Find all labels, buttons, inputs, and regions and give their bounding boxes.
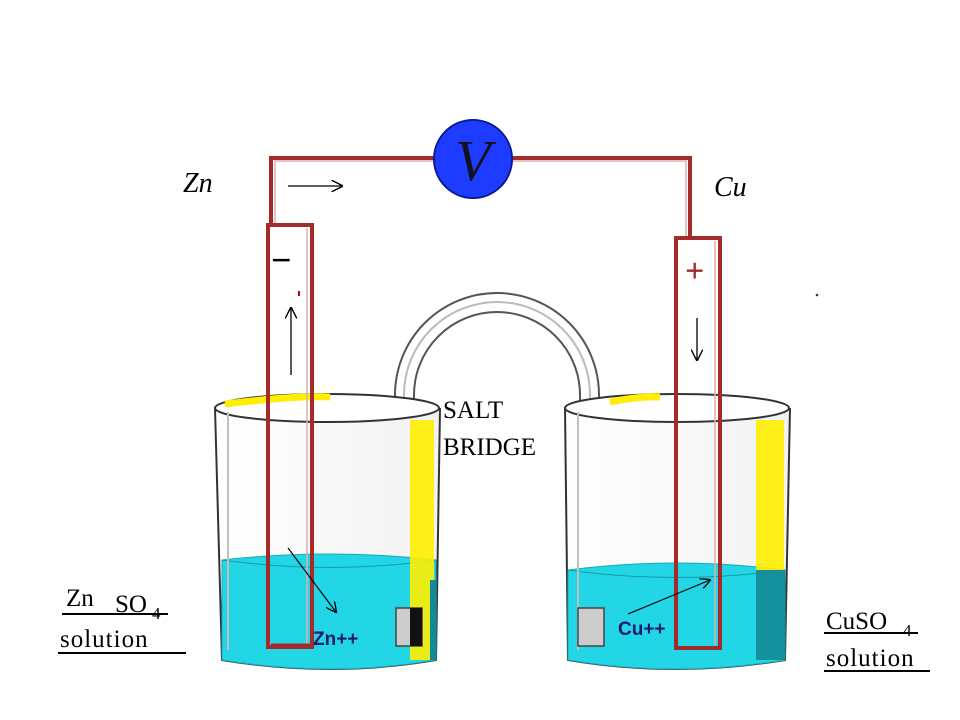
right-solution-label: CuSO 4 solution (824, 608, 930, 672)
voltmeter-icon (433, 119, 513, 199)
left-solution-label: Zn SO 4 solution (58, 585, 186, 654)
stray-dot (815, 293, 819, 297)
cathode-label: Cu (714, 172, 747, 203)
voltmeter: V (433, 119, 513, 199)
zinc-electrode (266, 223, 314, 649)
zinc-ion-label: Zn++ (313, 629, 358, 650)
salt-bridge-label-line1: SALT (443, 397, 503, 424)
left-beaker (214, 393, 441, 670)
left-bridge-plug-dark (410, 608, 422, 646)
left-solution-zn: Zn (66, 585, 94, 612)
right-wire (510, 156, 692, 238)
right-solution-word: solution (826, 645, 915, 672)
external-circuit (269, 156, 692, 238)
anode-tick-mark (298, 291, 300, 296)
left-solution-word: solution (60, 626, 149, 653)
salt-bridge-label-line2: BRIDGE (443, 434, 536, 461)
voltmeter-label: V (455, 128, 497, 193)
right-bridge-plug (577, 607, 605, 647)
left-wire (269, 156, 440, 225)
right-solution-formula: CuSO (826, 608, 887, 635)
left-wire-shadow (274, 160, 440, 225)
svg-text:Zn: Zn (66, 585, 94, 612)
copper-electrode (674, 236, 722, 650)
ion-migration-arrow-icon (287, 547, 336, 612)
right-wire-shadow (510, 160, 687, 238)
right-solution-subscript: 4 (903, 621, 912, 640)
cathode-sign: + (685, 253, 704, 290)
copper-ion-label: Cu++ (618, 619, 666, 640)
cu-ion-migration-arrow-icon (627, 580, 710, 615)
anode-label: Zn (183, 168, 213, 199)
anode-sign: − (271, 240, 292, 280)
